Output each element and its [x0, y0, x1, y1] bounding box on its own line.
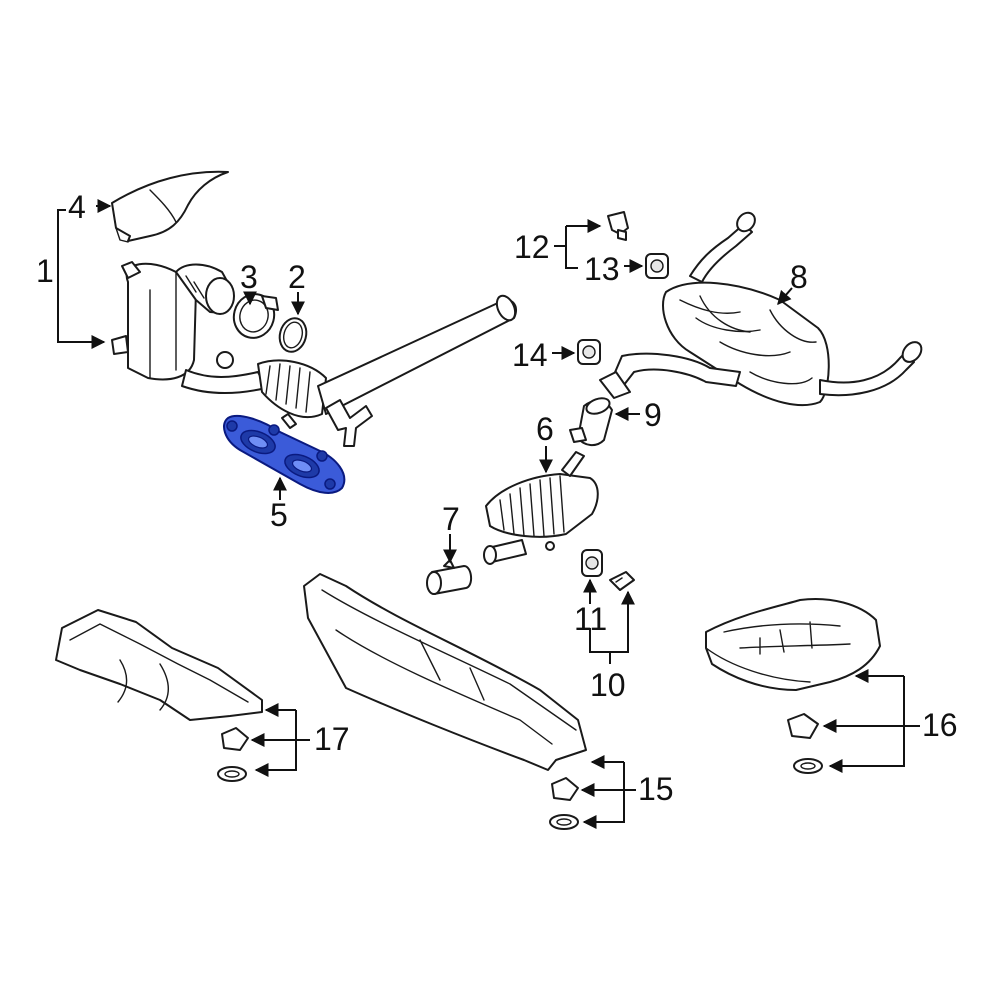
part-12-hanger-bracket[interactable] [607, 211, 629, 241]
part-16-heat-shield[interactable] [705, 598, 881, 774]
part-10-bracket[interactable] [609, 571, 635, 591]
part-11-rubber-mount[interactable] [581, 549, 603, 577]
callout-12: 12 [514, 229, 550, 265]
callout-9: 9 [644, 397, 662, 433]
callout-2: 2 [288, 259, 306, 295]
callout-10: 10 [590, 667, 626, 703]
part-15-heat-shield[interactable] [303, 573, 587, 830]
callout-8: 8 [790, 259, 808, 295]
callout-11: 11 [574, 601, 607, 637]
part-13-rubber-hanger[interactable] [645, 253, 669, 279]
leader-lines [57, 199, 920, 829]
part-17-heat-shield[interactable] [55, 609, 263, 782]
part-7-pipe-clamp[interactable] [426, 559, 472, 595]
callout-1: 1 [36, 253, 54, 289]
part-9-connector-pipe[interactable] [569, 395, 613, 446]
callout-5: 5 [270, 497, 288, 533]
part-3-clamp[interactable] [229, 290, 279, 343]
part-4-heat-shield[interactable] [111, 170, 229, 243]
part-8-rear-muffler[interactable] [599, 209, 925, 407]
part-2-gasket-ring[interactable] [276, 315, 310, 355]
callout-15: 15 [638, 771, 674, 807]
callout-3: 3 [240, 259, 258, 295]
callout-4: 4 [68, 189, 86, 225]
callout-17: 17 [314, 721, 350, 757]
callout-7: 7 [442, 501, 460, 537]
callout-labels: 1 4 3 2 5 12 13 8 14 9 6 7 11 10 17 15 1… [36, 189, 958, 807]
part-14-rubber-hanger[interactable] [577, 339, 601, 365]
callout-13: 13 [584, 251, 620, 287]
part-6-center-muffler[interactable] [483, 451, 599, 565]
callout-6: 6 [536, 411, 554, 447]
part-5-flange-gasket[interactable] [223, 414, 346, 494]
part-1-catalytic-converter[interactable] [111, 261, 519, 447]
callout-14: 14 [512, 337, 548, 373]
callout-16: 16 [922, 707, 958, 743]
